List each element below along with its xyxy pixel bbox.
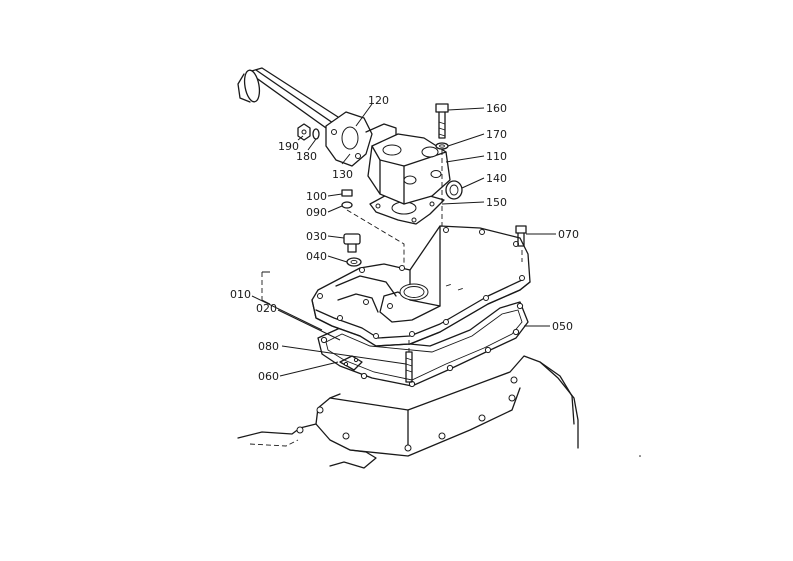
shaft-assembly bbox=[237, 67, 397, 167]
plug-washer-030-040 bbox=[343, 233, 362, 267]
callout-label-190: 190 bbox=[278, 140, 299, 153]
callout-label-100: 100 bbox=[306, 190, 327, 203]
callout-label-160: 160 bbox=[486, 102, 507, 115]
stud-080 bbox=[405, 351, 413, 383]
valve-body-110 bbox=[367, 133, 451, 205]
transmission-case bbox=[237, 355, 579, 469]
bolt-070 bbox=[515, 225, 527, 247]
callout-label-130: 130 bbox=[332, 168, 353, 181]
gasket-150 bbox=[369, 191, 445, 225]
callout-label-180: 180 bbox=[296, 150, 317, 163]
bolt-160 bbox=[435, 103, 449, 150]
callout-label-050: 050 bbox=[552, 320, 573, 333]
callout-label-070: 070 bbox=[558, 228, 579, 241]
callout-label-080: 080 bbox=[258, 340, 279, 353]
cover-plate-010 bbox=[311, 225, 531, 347]
plug-140 bbox=[445, 180, 463, 200]
nut-washer-190-180 bbox=[297, 123, 320, 141]
callout-label-060: 060 bbox=[258, 370, 279, 383]
speck bbox=[639, 455, 641, 457]
callout-label-120: 120 bbox=[368, 94, 389, 107]
callout-label-090: 090 bbox=[306, 206, 327, 219]
leader-lines bbox=[251, 103, 556, 377]
gasket-050 bbox=[317, 301, 529, 388]
pin-060 bbox=[339, 355, 363, 371]
callout-label-040: 040 bbox=[306, 250, 327, 263]
callout-label-150: 150 bbox=[486, 196, 507, 209]
callout-label-110: 110 bbox=[486, 150, 507, 163]
callout-label-010: 010 bbox=[230, 288, 251, 301]
callout-label-030: 030 bbox=[306, 230, 327, 243]
callout-labels: 120 160 170 190 180 110 130 140 100 150 … bbox=[230, 94, 579, 383]
callout-label-140: 140 bbox=[486, 172, 507, 185]
callout-label-170: 170 bbox=[486, 128, 507, 141]
callout-label-020: 020 bbox=[256, 302, 277, 315]
bolt-washer-100-090 bbox=[341, 189, 353, 209]
